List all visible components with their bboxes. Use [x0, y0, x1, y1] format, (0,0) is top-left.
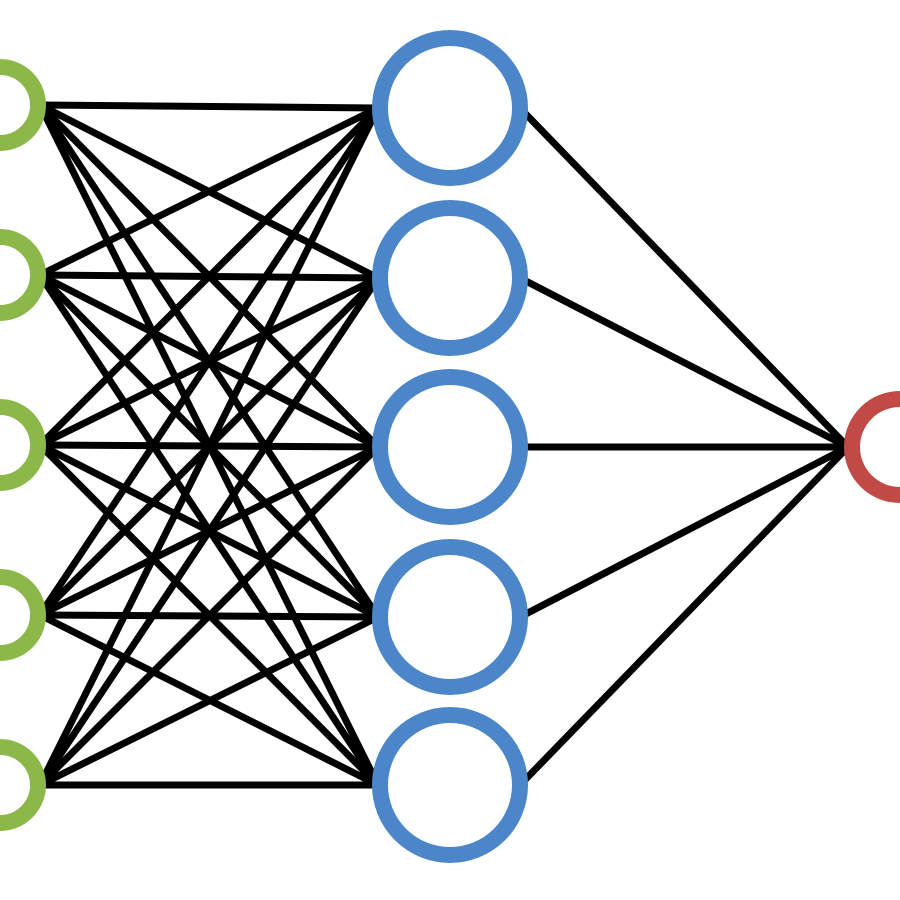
edge-input-5-hidden-2 [36, 274, 382, 789]
edge-input-2-hidden-1 [36, 104, 382, 279]
edge-input-5-hidden-4 [36, 613, 382, 789]
edge-input-1-hidden-1 [36, 101, 382, 112]
edge-hidden-4-output-1 [516, 443, 852, 621]
connections [36, 101, 852, 789]
edge-input-3-hidden-1 [36, 104, 382, 449]
hidden-node-5 [372, 707, 528, 863]
hidden-node-2 [372, 200, 528, 356]
edge-input-5-hidden-3 [36, 443, 382, 789]
input-node-3 [0, 399, 46, 491]
neurons [0, 30, 900, 863]
edge-input-5-hidden-1 [36, 104, 382, 789]
output-node-1 [844, 391, 900, 503]
edge-hidden-1-output-1 [516, 104, 852, 451]
hidden-node-4 [372, 539, 528, 695]
input-node-4 [0, 569, 46, 661]
hidden-node-3 [372, 369, 528, 525]
edge-hidden-5-output-1 [516, 443, 852, 789]
hidden-node-1 [372, 30, 528, 186]
input-node-1 [0, 59, 46, 151]
input-node-5 [0, 739, 46, 831]
input-node-2 [0, 229, 46, 321]
edge-input-4-hidden-1 [36, 104, 382, 619]
edge-hidden-2-output-1 [516, 274, 852, 451]
